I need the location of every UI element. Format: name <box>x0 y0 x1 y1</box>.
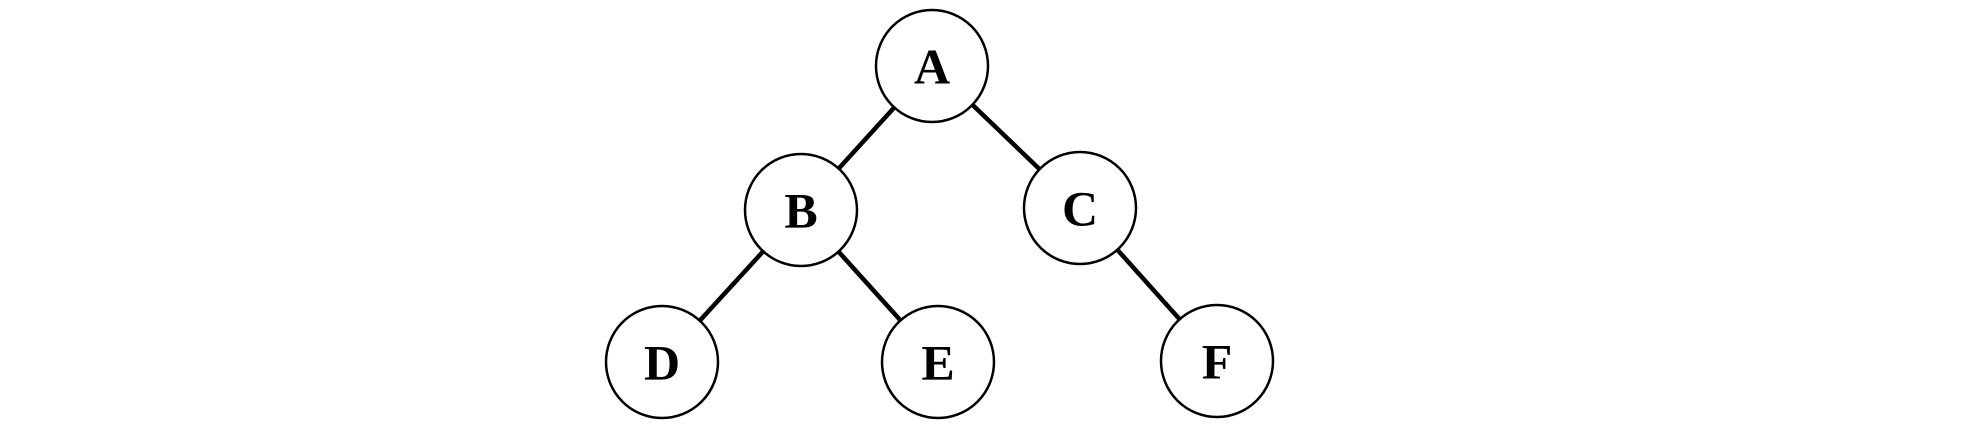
node-label-E: E <box>921 335 954 391</box>
tree-node-B: B <box>743 152 859 268</box>
node-label-B: B <box>784 183 817 239</box>
node-label-C: C <box>1062 181 1098 237</box>
node-label-F: F <box>1202 334 1233 390</box>
node-label-D: D <box>644 335 680 391</box>
tree-node-A: A <box>874 8 990 124</box>
node-circle-E <box>880 304 996 420</box>
node-label-A: A <box>914 39 950 95</box>
tree-node-C: C <box>1022 150 1138 266</box>
tree-node-D: D <box>604 304 720 420</box>
tree-node-F: F <box>1159 303 1275 419</box>
node-circle-B <box>743 152 859 268</box>
node-circle-A <box>874 8 990 124</box>
tree-node-E: E <box>880 304 996 420</box>
node-circle-C <box>1022 150 1138 266</box>
node-circle-F <box>1159 303 1275 419</box>
node-circle-D <box>604 304 720 420</box>
